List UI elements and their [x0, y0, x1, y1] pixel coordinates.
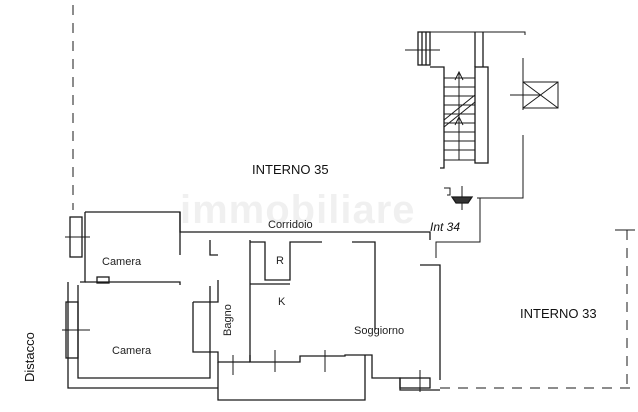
staircase: [405, 31, 526, 169]
label-distacco: Distacco: [22, 332, 37, 382]
shaft: [480, 58, 559, 199]
label-interno-35: INTERNO 35: [252, 162, 329, 177]
label-k: K: [278, 296, 286, 308]
label-int-34: Int 34: [430, 220, 461, 234]
entrance-door: [435, 186, 481, 258]
label-camera-bottom: Camera: [112, 345, 152, 357]
label-corridoio: Corridoio: [268, 219, 313, 231]
label-r: R: [276, 255, 284, 267]
label-soggiorno: Soggiorno: [354, 325, 405, 337]
label-bagno: Bagno: [222, 304, 234, 336]
watermark: immobiliare: [180, 188, 416, 232]
label-camera-top: Camera: [102, 256, 142, 268]
label-interno-33: INTERNO 33: [520, 306, 597, 321]
